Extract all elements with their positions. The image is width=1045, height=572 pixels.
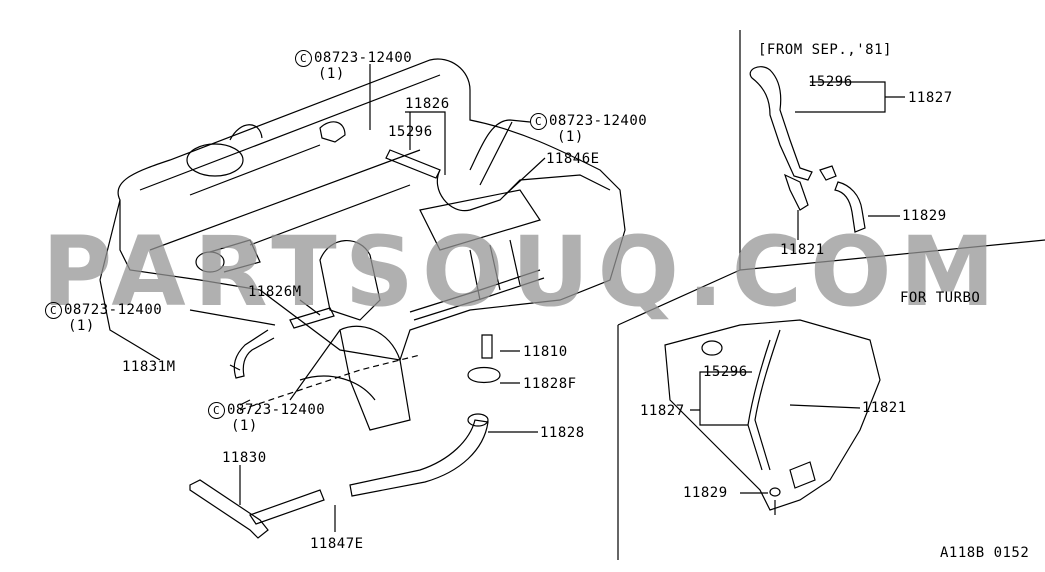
leader-lines xyxy=(189,64,546,532)
watermark: PARTSOUQ.COM xyxy=(41,216,1004,328)
label-15296: 15296 xyxy=(388,124,433,140)
label-11810: 11810 xyxy=(523,344,568,360)
turbo-label-15296: 15296 xyxy=(703,364,748,380)
label-11830: 11830 xyxy=(222,450,267,466)
engine-outline xyxy=(117,58,626,361)
circled-c-symbol: C xyxy=(530,113,547,130)
label-11846E: 11846E xyxy=(546,151,600,167)
inset-title-for-turbo: FOR TURBO xyxy=(900,290,981,306)
valve-11810 xyxy=(481,334,493,359)
hose-11831M xyxy=(233,329,275,379)
label-11828: 11828 xyxy=(540,425,585,441)
part-number: 08723-12400 xyxy=(64,302,163,318)
inset-divider-lines xyxy=(617,30,1045,560)
inset-leader-lines xyxy=(795,81,905,240)
label-11831M: 11831M xyxy=(122,359,176,375)
clamp-qty-1: (1) xyxy=(318,66,345,82)
turbo-leader-lines xyxy=(690,371,861,515)
inset-hose-11829 xyxy=(834,181,866,233)
inset-label-11821: 11821 xyxy=(780,242,825,258)
figure-code: A118B 0152 xyxy=(940,545,1030,561)
circled-c-symbol: C xyxy=(208,402,225,419)
inset-title-from-sep-81: [FROM SEP.,'81] xyxy=(758,42,892,58)
clamp-qty-3: (1) xyxy=(68,318,95,334)
hose-11828 xyxy=(349,419,489,497)
part-number: 08723-12400 xyxy=(549,113,648,129)
clamp-qty-4: (1) xyxy=(231,418,258,434)
turbo-label-11827: 11827 xyxy=(640,403,685,419)
part-number: 08723-12400 xyxy=(314,50,413,66)
inset-hose-15296 xyxy=(749,66,813,181)
part-number: 08723-12400 xyxy=(227,402,326,418)
turbo-label-11829: 11829 xyxy=(683,485,728,501)
hose-11830 xyxy=(189,479,269,539)
clamp-qty-2: (1) xyxy=(557,129,584,145)
inset-label-15296: 15296 xyxy=(808,74,853,90)
label-11828F: 11828F xyxy=(523,376,577,392)
turbo-label-11821: 11821 xyxy=(862,400,907,416)
hose-11847E xyxy=(249,489,325,525)
circled-c-symbol: C xyxy=(295,50,312,67)
turbo-hose-15296 xyxy=(747,329,781,471)
inset-label-11827: 11827 xyxy=(908,90,953,106)
inset-label-11829: 11829 xyxy=(902,208,947,224)
label-11847E: 11847E xyxy=(310,536,364,552)
label-11826: 11826 xyxy=(405,96,450,112)
circled-c-symbol: C xyxy=(45,302,62,319)
label-11826M: 11826M xyxy=(248,284,302,300)
oil-cap xyxy=(186,143,244,177)
turbo-engine-outline xyxy=(664,319,881,511)
clamp-11828F xyxy=(467,366,501,384)
hose-15296 xyxy=(385,149,441,179)
